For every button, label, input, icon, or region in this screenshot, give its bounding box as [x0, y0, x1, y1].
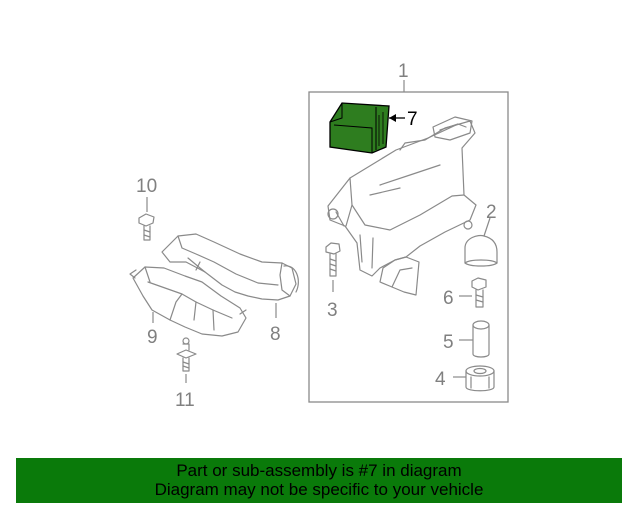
banner-line-1: Part or sub-assembly is #7 in diagram: [176, 461, 462, 480]
part-3-bolt: [325, 242, 341, 277]
callout-8: 8: [270, 324, 281, 345]
part-11-clip: [176, 337, 197, 372]
part-4-grommet: [465, 365, 495, 392]
callout-5: 5: [443, 332, 454, 353]
callout-11: 11: [175, 390, 195, 411]
part-7-filter-element[interactable]: [329, 102, 390, 154]
leader-2: [483, 217, 491, 237]
part-10-bolt: [138, 213, 155, 241]
assembly-box: [308, 91, 509, 403]
banner-line-2: Diagram may not be specific to your vehi…: [154, 480, 484, 499]
part-2-cap: [464, 234, 498, 267]
parts-diagram: 1 7 2 3: [129, 61, 509, 411]
part-8-intake-duct: [161, 233, 299, 301]
callout-3: 3: [327, 300, 338, 321]
callout-10: 10: [136, 176, 157, 197]
part-9-bracket: [129, 266, 247, 337]
part-5-sleeve: [472, 320, 490, 358]
info-banner: Part or sub-assembly is #7 in diagram Di…: [16, 458, 622, 503]
callout-9: 9: [147, 327, 158, 348]
callout-4: 4: [435, 369, 446, 390]
part-1-air-cleaner-housing: [327, 116, 477, 296]
callout-6: 6: [443, 288, 454, 309]
callout-7: 7: [407, 109, 418, 130]
callout-1: 1: [398, 61, 409, 82]
part-6-bolt: [471, 277, 487, 308]
callout-2: 2: [486, 202, 497, 223]
